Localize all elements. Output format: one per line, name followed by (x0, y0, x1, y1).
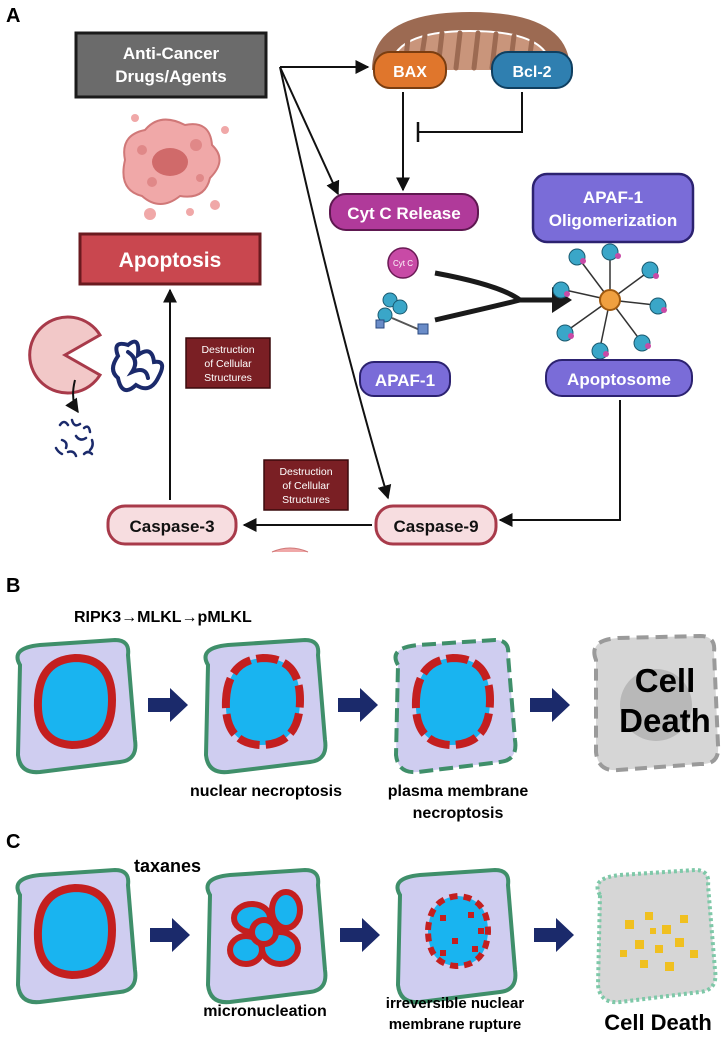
drugs-label-line1: Anti-Cancer (123, 44, 220, 63)
apoptosome-label: Apoptosome (567, 370, 671, 389)
nuclear-necroptosis-label: nuclear necroptosis (190, 783, 342, 800)
destruction-box-2: Destruction of Cellular Structures (263, 459, 349, 511)
cytc-release-label: Cyt C Release (347, 204, 460, 223)
micronucleation-label: micronucleation (203, 1003, 327, 1020)
apoptosome-to-caspase9-arrow (498, 400, 621, 527)
cell-death-b-line2: Death (619, 702, 711, 739)
merge-arrow (434, 270, 572, 323)
panel-label-b: B (6, 575, 20, 597)
arrow-b3 (530, 688, 570, 722)
arrow-b1 (148, 688, 188, 722)
apaf1-box: APAF-1 (359, 361, 451, 397)
cell-death-c-label: Cell Death (604, 1010, 712, 1035)
caspase3-box: Caspase-3 (106, 504, 238, 546)
destruction-2-line2: of Cellular (282, 480, 330, 492)
bax-label: BAX (393, 64, 427, 81)
dna-strand-icon (111, 339, 165, 393)
apoptotic-cell-icon (122, 114, 229, 220)
apoptosome-icon (552, 243, 667, 360)
destruction-2-line3: Structures (282, 494, 330, 506)
partial-cell-fragment-icon (271, 547, 309, 553)
rupture-label-line1: irreversible nuclear (386, 995, 525, 1012)
bcl2-label: Bcl-2 (512, 64, 551, 81)
plasma-membrane-label-line2: necroptosis (413, 805, 504, 822)
panel-label-c: C (6, 831, 20, 853)
dna-fragments-icon (54, 418, 94, 458)
cytc-molecule-label: Cyt C (393, 259, 413, 268)
arrow-c1 (150, 918, 190, 952)
arrow-c3 (534, 918, 574, 952)
degradation-arrow (65, 379, 79, 414)
cell-b4-dead: Cell Death (592, 633, 721, 773)
plasma-membrane-label-line1: plasma membrane (388, 783, 529, 800)
cell-c1-healthy (15, 867, 138, 1005)
drugs-box: Anti-Cancer Drugs/Agents (74, 31, 268, 99)
destruction-1-line1: Destruction (201, 344, 254, 356)
destruction-1-line2: of Cellular (204, 358, 252, 370)
apoptosome-box: Apoptosome (545, 359, 693, 397)
caspase9-box: Caspase-9 (374, 504, 498, 546)
cell-c4-dead (595, 867, 718, 1005)
apoptosis-box: Apoptosis (78, 232, 262, 286)
drug-arrows (279, 60, 392, 500)
cell-b3-plasma-membrane-necroptosis (393, 637, 518, 775)
apoptosis-label: Apoptosis (119, 249, 222, 272)
rupture-label-line2: membrane rupture (389, 1016, 522, 1033)
destruction-2-line1: Destruction (279, 466, 332, 478)
apaf1-oligomerization-box: APAF-1 Oligomerization (531, 172, 695, 244)
bcl2-pill: Bcl-2 (491, 51, 573, 89)
cell-death-b-line1: Cell (635, 662, 696, 699)
arrow-c2 (340, 918, 380, 952)
cell-c2-micronucleation (205, 867, 328, 1005)
cell-c3-nuclear-rupture (395, 867, 518, 1005)
drugs-label-line2: Drugs/Agents (115, 67, 226, 86)
bax-pill: BAX (373, 51, 447, 89)
destruction-1-line3: Structures (204, 372, 252, 384)
apaf1-olig-line1: APAF-1 (583, 188, 643, 207)
destruction-box-1: Destruction of Cellular Structures (185, 337, 271, 389)
apaf1-molecule-icon (375, 292, 429, 335)
protease-icon (28, 315, 103, 395)
caspase3-label: Caspase-3 (129, 517, 214, 536)
apaf1-olig-line2: Oligomerization (549, 211, 677, 230)
bcl2-inhibition-line (418, 92, 523, 133)
cell-b2-nuclear-necroptosis (203, 637, 328, 775)
taxanes-label: taxanes (134, 856, 201, 876)
panel-label-a: A (6, 5, 20, 27)
ripk3-pathway-label: RIPK3→MLKL→pMLKL (74, 609, 252, 626)
arrow-b2 (338, 688, 378, 722)
apaf1-label: APAF-1 (375, 371, 435, 390)
cytc-molecule-icon: Cyt C (387, 247, 419, 279)
cell-b1-healthy (15, 637, 138, 775)
caspase9-label: Caspase-9 (393, 517, 478, 536)
cytc-release-box: Cyt C Release (329, 193, 479, 231)
